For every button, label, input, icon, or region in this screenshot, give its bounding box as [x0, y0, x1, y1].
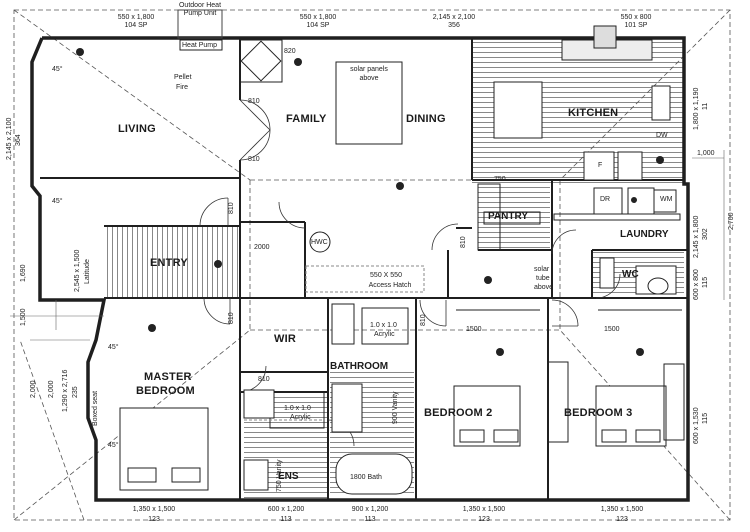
solar-panels-label-2: above: [359, 75, 379, 82]
room-label-dining: DINING: [406, 113, 446, 125]
room-label-pantry: PANTRY: [488, 211, 528, 222]
wir-rail-label: 810: [258, 376, 270, 383]
outdoor-heat-pump-label-2: Pump Unit: [183, 10, 217, 17]
bath-shower-material-label: Acrylic: [374, 331, 395, 338]
room-label-bedroom-2: BEDROOM 2: [424, 407, 493, 419]
room-label-living: LIVING: [118, 123, 156, 135]
dim-left-entry-c: 1,690: [20, 264, 27, 282]
solar-tube-label-3: above: [534, 284, 554, 291]
dim-left-master-c: 2,000: [48, 380, 55, 398]
pellet-fire-label-1: Pellet: [174, 74, 192, 81]
interior-walls: [40, 38, 688, 500]
solar-tube-label-1: solar: [534, 266, 550, 273]
pantry-shelf-label: 750: [494, 176, 506, 183]
angle-master-bottom: 45°: [108, 442, 119, 449]
room-label-family: FAMILY: [286, 113, 327, 125]
room-label-master-line1: MASTER: [144, 371, 192, 383]
dim-bottom-master-b: 123: [148, 516, 160, 523]
dim-bottom-bed3-b: 123: [616, 516, 628, 523]
dim-bottom-bath-b: 113: [364, 516, 376, 523]
dim-right-kitchen-b: 11: [702, 102, 709, 110]
dim-left-master-b: 1,290 x 2,716: [62, 369, 69, 412]
dim-door-family-b: 810: [248, 156, 260, 163]
bath-shower-size-label: 1.0 x 1.0: [370, 322, 397, 329]
room-label-wc: WC: [622, 269, 639, 280]
dishwasher-label: DW: [656, 132, 668, 139]
dim-left-entry-b: Latitude: [84, 259, 91, 284]
solar-tube-label-2: tube: [536, 275, 550, 282]
dryer-label: DR: [600, 196, 611, 203]
dim-left-master-a: 2,000: [30, 380, 37, 398]
ens-shower-material-label: Acrylic: [290, 414, 311, 421]
dim-right-laundry-c: 1,000: [697, 150, 715, 157]
dim-right-bed3-b: 115: [702, 412, 709, 424]
light-fittings: [76, 48, 664, 356]
dim-top-family-b: 104 SP: [306, 22, 330, 29]
dim-right-total: 2,700: [728, 212, 735, 230]
washing-machine-label: WM: [660, 196, 673, 203]
dim-top-dining-b: 356: [448, 22, 460, 29]
fridge-label: F: [598, 162, 603, 169]
room-label-laundry: LAUNDRY: [620, 229, 669, 240]
dim-door-master: 810: [228, 312, 235, 324]
entry-rail-label: 2000: [254, 244, 270, 251]
dim-top-kitchen-b: 101 SP: [624, 22, 648, 29]
dim-bottom-bed2-b: 123: [478, 516, 490, 523]
dim-left-small: 1,500: [20, 308, 27, 326]
room-label-kitchen: KITCHEN: [568, 107, 619, 119]
dim-bottom-bed3-a: 1,350 x 1,500: [600, 506, 644, 513]
room-label-master-line2: BEDROOM: [136, 385, 195, 397]
outdoor-heat-pump-label-1: Outdoor Heat: [178, 2, 222, 9]
dim-left-entry-a: 2,545 x 1,500: [74, 249, 81, 292]
boxed-seat-label: Boxed seat: [92, 390, 99, 426]
dim-top-dining-a: 2,145 x 2,100: [432, 14, 476, 21]
dim-top-living-a: 550 x 1,800: [117, 14, 155, 21]
access-hatch-label-2: Access Hatch: [368, 282, 412, 289]
bedroom-2-robe-label: 1500: [466, 326, 482, 333]
angle-master-top: 45°: [108, 344, 119, 351]
dim-right-laundry-b: 302: [702, 228, 709, 240]
dim-bottom-ens-a: 600 x 1,200: [267, 506, 305, 513]
bath-tub-label: 1800 Bath: [350, 474, 382, 481]
dim-door-family-a: 810: [248, 98, 260, 105]
angle-living-bottom: 45°: [52, 198, 63, 205]
room-label-wir: WIR: [274, 333, 296, 345]
bedroom-3-robe-label: 1500: [604, 326, 620, 333]
angle-living-top: 45°: [52, 66, 63, 73]
heat-pump-label: Heat Pump: [182, 42, 218, 49]
solar-panels-label-1: solar panels: [350, 66, 388, 73]
dim-top-living-b: 104 SP: [124, 22, 148, 29]
dim-left-master-d: 235: [72, 386, 79, 398]
dim-top-kitchen-a: 550 x 800: [620, 14, 652, 21]
dim-right-wc-a: 600 x 800: [693, 269, 700, 300]
dim-door-bedroom-2: 810: [420, 314, 427, 326]
dim-right-laundry-a: 2,145 x 1,800: [693, 215, 700, 258]
dim-bottom-ens-b: 113: [280, 516, 292, 523]
dim-door-pantry: 810: [460, 236, 467, 248]
bath-vanity-label: 900 Vanity: [392, 391, 399, 424]
dim-right-wc-b: 115: [702, 276, 709, 288]
room-label-bedroom-3: BEDROOM 3: [564, 407, 633, 419]
dimension-lines: [10, 150, 725, 341]
dim-right-bed3-a: 600 x 1,530: [693, 407, 700, 444]
dim-door-entry: 810: [228, 202, 235, 214]
dim-left-living-b: 364: [15, 134, 22, 146]
room-label-entry: ENTRY: [150, 257, 188, 269]
door-swings: [199, 99, 621, 447]
ens-vanity-label: 750 Vanity: [276, 459, 283, 492]
dim-right-kitchen-a: 1,800 x 1,190: [693, 87, 700, 130]
dim-door-heat-pump: 820: [284, 48, 296, 55]
pellet-fire-label-2: Fire: [176, 84, 189, 91]
dim-left-living-a: 2,145 x 2,100: [6, 117, 13, 160]
access-hatch-label-1: 550 X 550: [370, 272, 402, 279]
dim-bottom-bed2-a: 1,350 x 1,500: [462, 506, 506, 513]
hwc-label: HWC: [311, 239, 328, 246]
dim-top-family-a: 550 x 1,800: [299, 14, 337, 21]
ens-shower-size-label: 1.0 x 1.0: [284, 405, 311, 412]
room-label-ens: ENS: [278, 471, 299, 482]
room-label-bathroom: BATHROOM: [330, 361, 389, 372]
dim-bottom-bath-a: 900 x 1,200: [351, 506, 389, 513]
dim-bottom-master-a: 1,350 x 1,500: [132, 506, 176, 513]
